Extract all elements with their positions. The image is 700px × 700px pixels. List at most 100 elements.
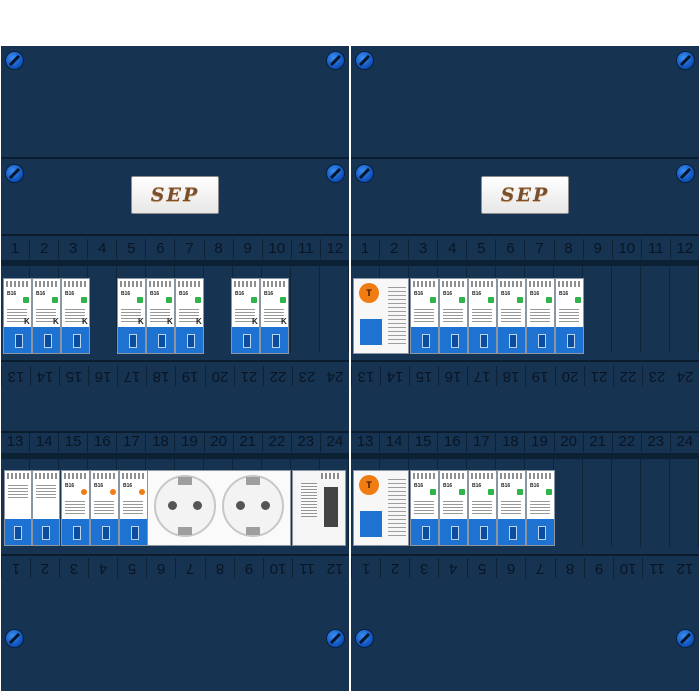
slot-number: 16: [438, 432, 468, 452]
breaker-lever[interactable]: [450, 334, 459, 348]
slot-number: 5: [467, 558, 497, 578]
breaker-lever[interactable]: [421, 334, 430, 348]
breaker-lever[interactable]: [101, 526, 110, 540]
breaker-lever[interactable]: [43, 334, 52, 348]
slot-number: 18: [496, 366, 526, 386]
breaker-lever[interactable]: [242, 334, 251, 348]
rcd-main-switch[interactable]: T: [353, 470, 409, 546]
slot-number: 24: [326, 433, 344, 450]
circuit-breaker[interactable]: B16: [555, 278, 584, 354]
breaker-lever[interactable]: [186, 334, 195, 348]
circuit-breaker[interactable]: B16: [410, 278, 439, 354]
screw-icon[interactable]: [327, 52, 344, 69]
circuit-breaker[interactable]: B16: [497, 470, 526, 546]
circuit-breaker[interactable]: B16: [468, 278, 497, 354]
screw-icon[interactable]: [356, 165, 373, 182]
breaker-lever[interactable]: [537, 334, 546, 348]
slot-number: 9: [584, 239, 613, 259]
slot-number: 10: [263, 239, 292, 259]
breaker-rating: B16: [121, 291, 131, 297]
slot-number: 23: [642, 432, 671, 452]
breaker-lever[interactable]: [450, 526, 459, 540]
power-socket[interactable]: [154, 475, 216, 537]
power-socket[interactable]: [222, 475, 284, 537]
slot-number: 13: [1, 432, 31, 452]
screw-icon[interactable]: [356, 630, 373, 647]
breaker-lever[interactable]: [72, 526, 81, 540]
screw-icon[interactable]: [6, 165, 23, 182]
test-button[interactable]: T: [359, 475, 379, 495]
screw-icon[interactable]: [6, 630, 23, 647]
slot-number: 24: [676, 368, 694, 385]
circuit-breaker[interactable]: B16: [468, 470, 497, 546]
breaker-rating: B16: [472, 483, 482, 489]
breaker-rating: B16: [65, 483, 75, 489]
slot-number: 7: [525, 558, 555, 578]
breaker-lever[interactable]: [421, 526, 430, 540]
breaker-lever[interactable]: [130, 526, 139, 540]
breaker-lever[interactable]: [157, 334, 166, 348]
rcbo-breaker[interactable]: B16: [119, 470, 148, 546]
slot-number: 20: [204, 366, 234, 386]
circuit-breaker[interactable]: B16: [439, 470, 468, 546]
slot-number: 12: [326, 240, 344, 257]
slot-number: 9: [234, 239, 263, 259]
rcbo-breaker[interactable]: B16: [90, 470, 119, 546]
breaker-lever[interactable]: [72, 334, 81, 348]
breaker-lever[interactable]: [537, 526, 546, 540]
screw-icon[interactable]: [327, 165, 344, 182]
slot-number: 18: [496, 432, 526, 452]
circuit-breaker[interactable]: B16: [526, 278, 555, 354]
screw-icon[interactable]: [677, 52, 694, 69]
breaker-lever[interactable]: [479, 526, 488, 540]
screw-icon[interactable]: [356, 52, 373, 69]
slot-number: 1: [1, 558, 31, 578]
breaker-lever[interactable]: [271, 334, 280, 348]
circuit-breaker[interactable]: B16: [439, 278, 468, 354]
slot-number: 21: [583, 366, 613, 386]
test-button[interactable]: T: [359, 283, 379, 303]
rcd-main-switch[interactable]: T: [353, 278, 409, 354]
slot-number: 9: [233, 558, 263, 578]
main-switch[interactable]: [4, 470, 32, 546]
slot-number: 10: [262, 558, 292, 578]
circuit-breaker[interactable]: B16: [497, 278, 526, 354]
slot-number: 19: [175, 366, 205, 386]
circuit-breaker[interactable]: B16: [526, 470, 555, 546]
screw-icon[interactable]: [6, 52, 23, 69]
breaker-lever[interactable]: [508, 526, 517, 540]
screw-icon[interactable]: [677, 165, 694, 182]
status-indicator: [280, 297, 286, 303]
breaker-k-label: K: [24, 317, 30, 326]
sep-logo: SEP: [131, 176, 219, 214]
breaker-rating: B16: [501, 483, 511, 489]
rcbo-breaker[interactable]: B16: [61, 470, 90, 546]
slot-number: 15: [409, 366, 439, 386]
status-indicator: [459, 489, 465, 495]
breaker-lever[interactable]: [128, 334, 137, 348]
main-switch[interactable]: [32, 470, 60, 546]
slot-number: 6: [496, 239, 526, 259]
status-indicator: [23, 297, 29, 303]
slot-number: 2: [30, 558, 60, 578]
breaker-lever[interactable]: [566, 334, 575, 348]
slot-number: 7: [175, 239, 205, 259]
slot-number: 15: [409, 432, 439, 452]
screw-icon[interactable]: [677, 630, 694, 647]
breaker-lever[interactable]: [14, 334, 23, 348]
breaker-lever[interactable]: [479, 334, 488, 348]
cover-divider: [1, 157, 349, 159]
circuit-breaker[interactable]: B16: [410, 470, 439, 546]
slot-number: 6: [146, 558, 176, 578]
breaker-lever[interactable]: [508, 334, 517, 348]
screw-icon[interactable]: [327, 630, 344, 647]
